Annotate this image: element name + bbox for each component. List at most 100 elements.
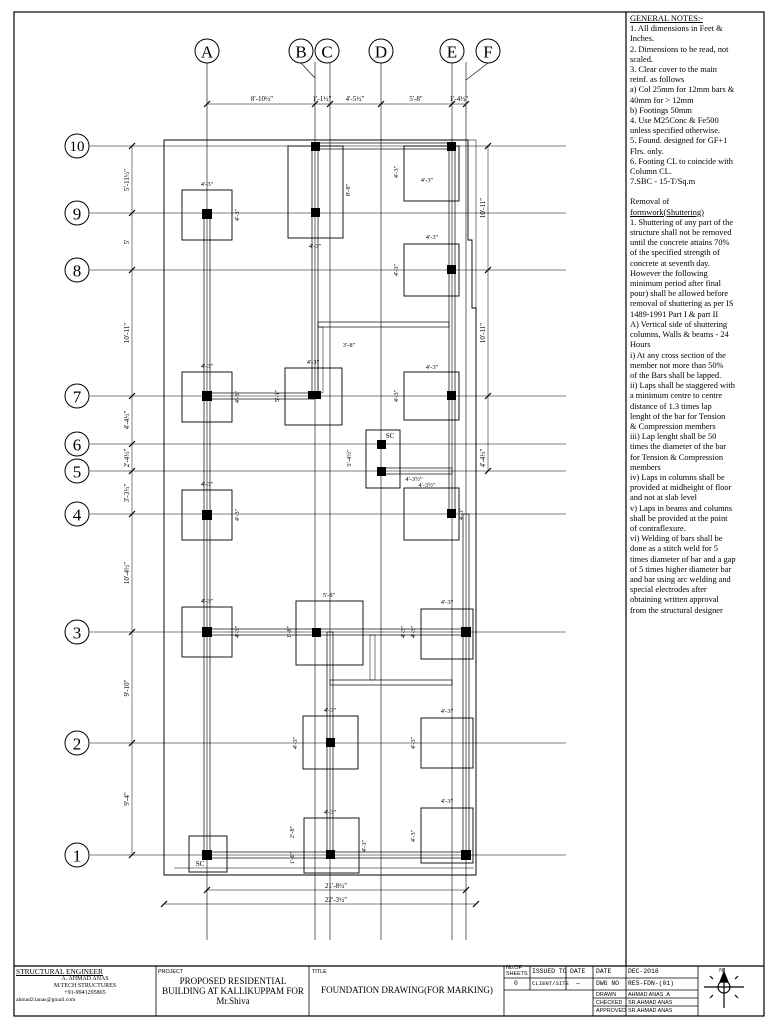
footing — [181, 489, 233, 541]
project-label: PROJECT — [158, 969, 184, 975]
dim-top: 8'-10½" — [251, 95, 273, 103]
note-line: Inches. — [630, 34, 654, 44]
dim-top: 4'-5½" — [346, 95, 365, 103]
footing — [181, 371, 233, 423]
footing — [287, 145, 344, 239]
note-line: 3. Clear cover to the main — [630, 65, 717, 75]
date-value-issue: — — [576, 980, 580, 987]
svg-text:4'-3": 4'-3" — [292, 736, 299, 749]
svg-text:4'-3": 4'-3" — [426, 364, 439, 371]
grid-bubbles-columns — [194, 38, 501, 64]
dwg-no-value: RES-FDN-(01) — [628, 980, 675, 987]
title-block-lines — [155, 966, 699, 1016]
svg-text:4'-3": 4'-3" — [234, 508, 241, 521]
note-line: times diameter of bar and a gap — [630, 554, 736, 564]
svg-text:4'-3": 4'-3" — [361, 839, 368, 852]
svg-text:4'-3": 4'-3" — [234, 208, 241, 221]
note-line: until the concrete attains 70% — [630, 238, 730, 248]
footing — [420, 717, 474, 769]
svg-text:1'-6": 1'-6" — [289, 851, 296, 864]
note-line: special electrodes after — [630, 585, 707, 595]
project-line-3: Mr.Shiva — [216, 996, 250, 1006]
approved-value: SR.AHMAD ANAS — [628, 1008, 673, 1014]
notes-heading-2a: Removal of — [630, 197, 670, 207]
svg-text:4'-3": 4'-3" — [410, 829, 417, 842]
dim-right: 10'-11" — [479, 323, 487, 343]
drawing-title: FOUNDATION DRAWING(FOR MARKING) — [321, 985, 493, 995]
note-line: 6. Footing CL to coincide with — [630, 156, 733, 166]
svg-text:4'-3": 4'-3" — [393, 389, 400, 402]
note-line: shall be provided at the point — [630, 513, 728, 523]
svg-text:4'-3": 4'-3" — [458, 507, 465, 520]
grid-label-b: B — [295, 43, 306, 62]
sheets-label: No.OF SHEETS — [506, 965, 528, 977]
note-line: columns, Walls & beams - 24 — [630, 330, 729, 340]
notes-list: 1. All dimensions in Feet &Inches.2. Dim… — [630, 24, 762, 187]
sheets-label-2: SHEETS — [506, 970, 528, 977]
svg-text:4'-3": 4'-3" — [201, 181, 214, 188]
approved-label: APPROVED — [596, 1008, 626, 1014]
drawn-label: DRAWN — [596, 992, 617, 998]
project-line-1: PROPOSED RESIDENTIAL — [179, 976, 287, 986]
svg-text:4'-3": 4'-3" — [234, 625, 241, 638]
note-line: A) Vertical side of shuttering — [630, 319, 728, 329]
dim-right: 10'-11" — [479, 198, 487, 218]
dim-top: 1'-4½" — [450, 95, 469, 103]
svg-text:4'-3": 4'-3" — [201, 363, 214, 370]
grid-bubble-c — [314, 38, 340, 64]
note-line: of the Bars shall be lapped. — [630, 370, 722, 380]
footing — [295, 600, 364, 666]
footing — [284, 367, 343, 426]
dim-bottom: 22'-3½" — [325, 896, 347, 904]
svg-text:5'-8": 5'-8" — [323, 592, 336, 599]
sc-label: SC — [196, 860, 205, 868]
footing — [181, 189, 233, 241]
columns — [202, 142, 471, 860]
note-line: member not more than 50% — [630, 360, 724, 370]
note-line: provided at midheight of floor — [630, 483, 732, 493]
grid-bubble-a — [194, 38, 220, 64]
note-line: scaled. — [630, 54, 654, 64]
plan-outline — [163, 139, 477, 876]
note-line: lenght of the bar for Tension — [630, 411, 726, 421]
dimension-texts: 8'-10½" 1'-1½" 4'-5½" 5'-8" 1'-4½" 5'-11… — [123, 95, 487, 904]
note-line: reinf. as follows — [630, 75, 685, 85]
note-line: removal of shuttering as per IS — [630, 299, 734, 309]
grid-label-f: F — [483, 43, 492, 62]
svg-text:4'-3": 4'-3" — [426, 234, 439, 241]
note-line: and bar using arc welding and — [630, 574, 731, 584]
sheets-value: 0 — [514, 980, 518, 987]
svg-text:4'-3": 4'-3" — [410, 736, 417, 749]
dim-bottom: 21'-8½" — [325, 882, 347, 890]
footing — [403, 145, 460, 202]
sc-label: SC — [386, 432, 395, 440]
grid-label-10: 10 — [70, 139, 85, 155]
note-line: and not at slab level — [630, 493, 697, 503]
dim-left: 4'-4½" — [123, 411, 131, 430]
notes-heading-2b: formwork(Shuttering) — [630, 207, 704, 217]
footings — [181, 145, 474, 874]
grid-label-d: D — [375, 43, 387, 62]
date-value: DEC-2018 — [628, 968, 659, 975]
svg-text:4'-3": 4'-3" — [201, 598, 214, 605]
date-label: DATE — [570, 968, 586, 975]
footing — [302, 715, 359, 770]
outer-border — [13, 11, 765, 1017]
note-line: ii) Laps shall be staggered with — [630, 381, 735, 391]
footing — [188, 835, 228, 873]
engineer-email: ahmad21anas@gmail.com — [16, 997, 76, 1003]
note-line: 7.SBC - 15-T/Sq.m — [630, 177, 696, 187]
svg-text:4'-3": 4'-3" — [324, 707, 337, 714]
note-line: members — [630, 462, 661, 472]
engineer-name: A. AHMAD ANAS — [61, 976, 109, 982]
dim-right: 4'-4½" — [479, 449, 487, 468]
note-line: v) Laps in beams and columns — [630, 503, 733, 513]
grid-labels: A B C D E F 10 9 8 7 6 5 4 3 2 1 — [70, 43, 493, 866]
note-line: done as a stitch weld for 5 — [630, 544, 718, 554]
grid-label-5: 5 — [73, 463, 82, 482]
note-line: 1. Shuttering of any part of the — [630, 217, 734, 227]
engineer-phone: +91-9941295865 — [64, 990, 106, 996]
svg-text:5'-4½": 5'-4½" — [346, 449, 353, 467]
note-line: of 5 times higher diameter bar — [630, 564, 732, 574]
dim-left: 3'-3½" — [123, 484, 131, 503]
